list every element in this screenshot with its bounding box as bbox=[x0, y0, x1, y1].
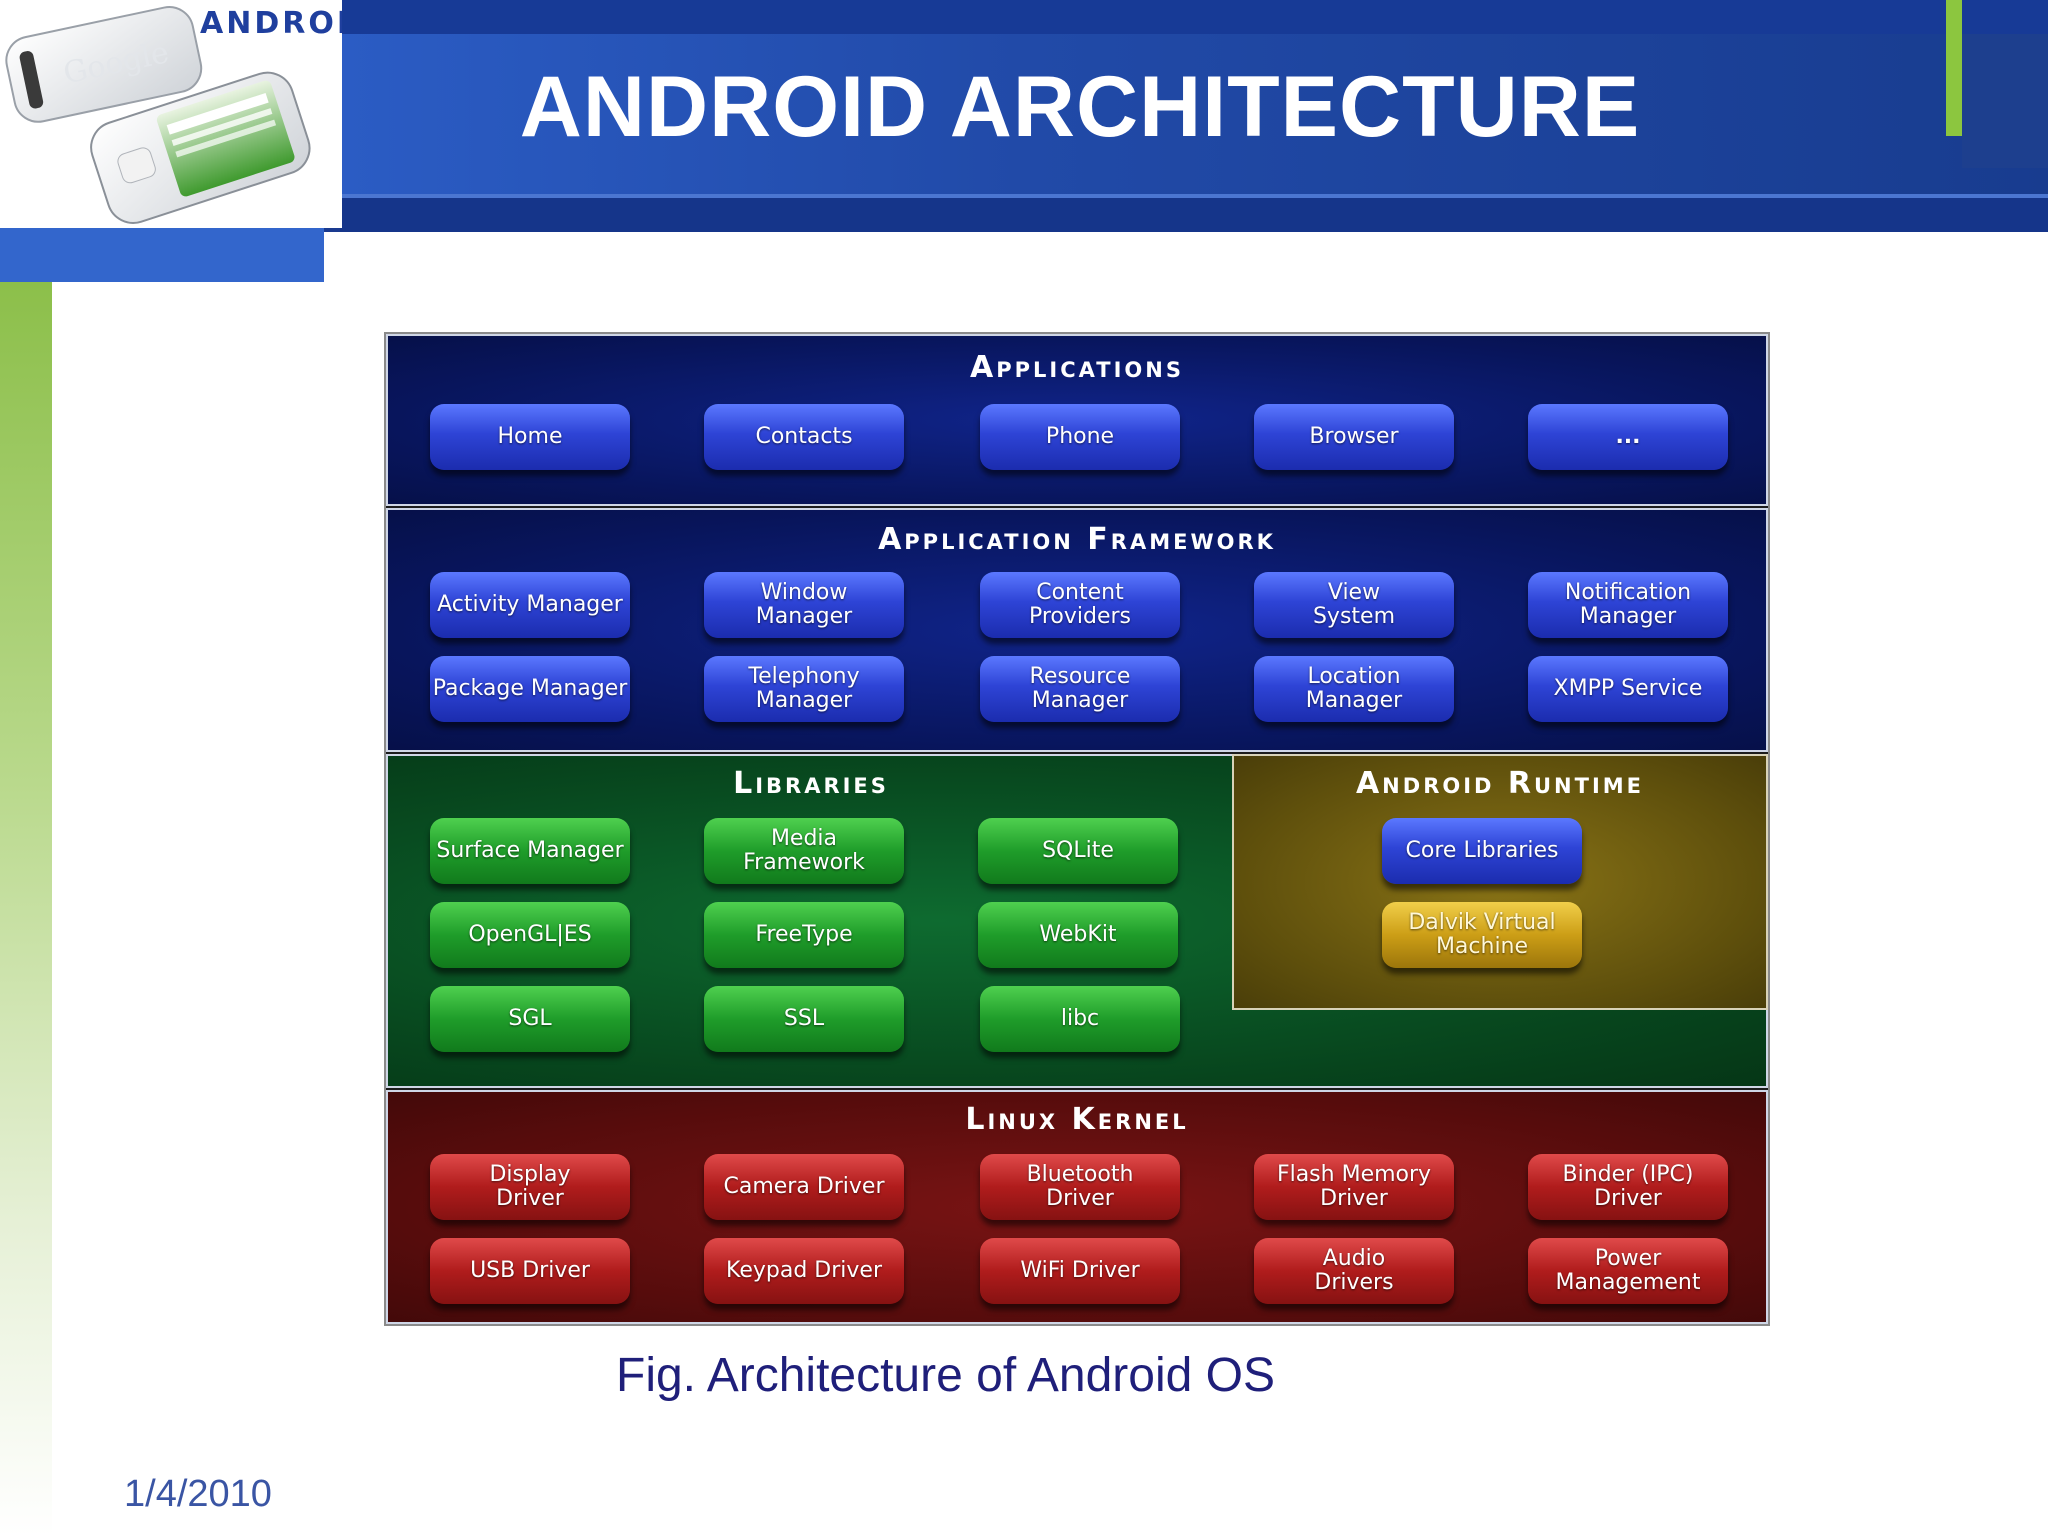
lib-sgl: SGL bbox=[430, 986, 630, 1052]
runtime-dalvik-vm: Dalvik Virtual Machine bbox=[1382, 902, 1582, 968]
kernel-flash-memory-driver: Flash Memory Driver bbox=[1254, 1154, 1454, 1220]
slide-title: ANDROID ARCHITECTURE bbox=[519, 59, 1641, 155]
lib-libc: libc bbox=[980, 986, 1180, 1052]
libraries-layer-title: Libraries bbox=[733, 766, 889, 801]
kernel-binder-ipc-driver: Binder (IPC) Driver bbox=[1528, 1154, 1728, 1220]
framework-layer-title: Application Framework bbox=[878, 522, 1276, 557]
header-stripe-bottom bbox=[340, 194, 2048, 232]
framework-xmpp-service: XMPP Service bbox=[1528, 656, 1728, 722]
kernel-layer-title: Linux Kernel bbox=[965, 1102, 1189, 1137]
header-stripe-top bbox=[340, 0, 2048, 34]
kernel-usb-driver: USB Driver bbox=[430, 1238, 630, 1304]
android-phone-logo: Google ANDROID bbox=[0, 0, 342, 228]
lib-freetype: FreeType bbox=[704, 902, 904, 968]
figure-caption: Fig. Architecture of Android OS bbox=[616, 1349, 1275, 1402]
application-framework-layer: Application Framework Activity Manager W… bbox=[386, 508, 1768, 752]
app-more: ... bbox=[1528, 404, 1728, 470]
header-left-tab bbox=[0, 228, 324, 282]
framework-telephony-manager: Telephony Manager bbox=[704, 656, 904, 722]
framework-view-system: View System bbox=[1254, 572, 1454, 638]
kernel-bluetooth-driver: Bluetooth Driver bbox=[980, 1154, 1180, 1220]
lib-opengl-es: OpenGL|ES bbox=[430, 902, 630, 968]
slide-date: 1/4/2010 bbox=[124, 1473, 272, 1515]
lib-webkit: WebKit bbox=[978, 902, 1178, 968]
framework-window-manager: Window Manager bbox=[704, 572, 904, 638]
android-architecture-diagram: Applications Home Contacts Phone Browser… bbox=[384, 332, 1770, 1326]
kernel-wifi-driver: WiFi Driver bbox=[980, 1238, 1180, 1304]
slide-header: ANDROID ARCHITECTURE bbox=[0, 0, 2048, 232]
lib-surface-manager: Surface Manager bbox=[430, 818, 630, 884]
kernel-display-driver: Display Driver bbox=[430, 1154, 630, 1220]
framework-activity-manager: Activity Manager bbox=[430, 572, 630, 638]
framework-location-manager: Location Manager bbox=[1254, 656, 1454, 722]
kernel-power-management: Power Management bbox=[1528, 1238, 1728, 1304]
runtime-core-libraries: Core Libraries bbox=[1382, 818, 1582, 884]
framework-content-providers: Content Providers bbox=[980, 572, 1180, 638]
kernel-camera-driver: Camera Driver bbox=[704, 1154, 904, 1220]
framework-notification-manager: Notification Manager bbox=[1528, 572, 1728, 638]
header-accent-bar bbox=[1946, 0, 1962, 136]
header-right-panel bbox=[1962, 34, 2048, 168]
kernel-keypad-driver: Keypad Driver bbox=[704, 1238, 904, 1304]
applications-layer: Applications Home Contacts Phone Browser… bbox=[386, 334, 1768, 506]
linux-kernel-layer: Linux Kernel Display Driver Camera Drive… bbox=[386, 1090, 1768, 1324]
runtime-layer-title: Android Runtime bbox=[1355, 766, 1645, 801]
app-home: Home bbox=[430, 404, 630, 470]
android-wordmark: ANDROID bbox=[200, 6, 342, 41]
applications-layer-title: Applications bbox=[970, 350, 1184, 385]
framework-package-manager: Package Manager bbox=[430, 656, 630, 722]
app-browser: Browser bbox=[1254, 404, 1454, 470]
kernel-audio-drivers: Audio Drivers bbox=[1254, 1238, 1454, 1304]
left-green-bar bbox=[0, 282, 52, 1536]
header-divider bbox=[340, 194, 2048, 198]
lib-media-framework: Media Framework bbox=[704, 818, 904, 884]
android-runtime-layer: Android Runtime Core Libraries Dalvik Vi… bbox=[1232, 754, 1768, 1010]
lib-sqlite: SQLite bbox=[978, 818, 1178, 884]
header-stripe-middle bbox=[340, 34, 2048, 194]
app-phone: Phone bbox=[980, 404, 1180, 470]
app-contacts: Contacts bbox=[704, 404, 904, 470]
phone-image-icon: Google bbox=[5, 6, 311, 224]
framework-resource-manager: Resource Manager bbox=[980, 656, 1180, 722]
lib-ssl: SSL bbox=[704, 986, 904, 1052]
